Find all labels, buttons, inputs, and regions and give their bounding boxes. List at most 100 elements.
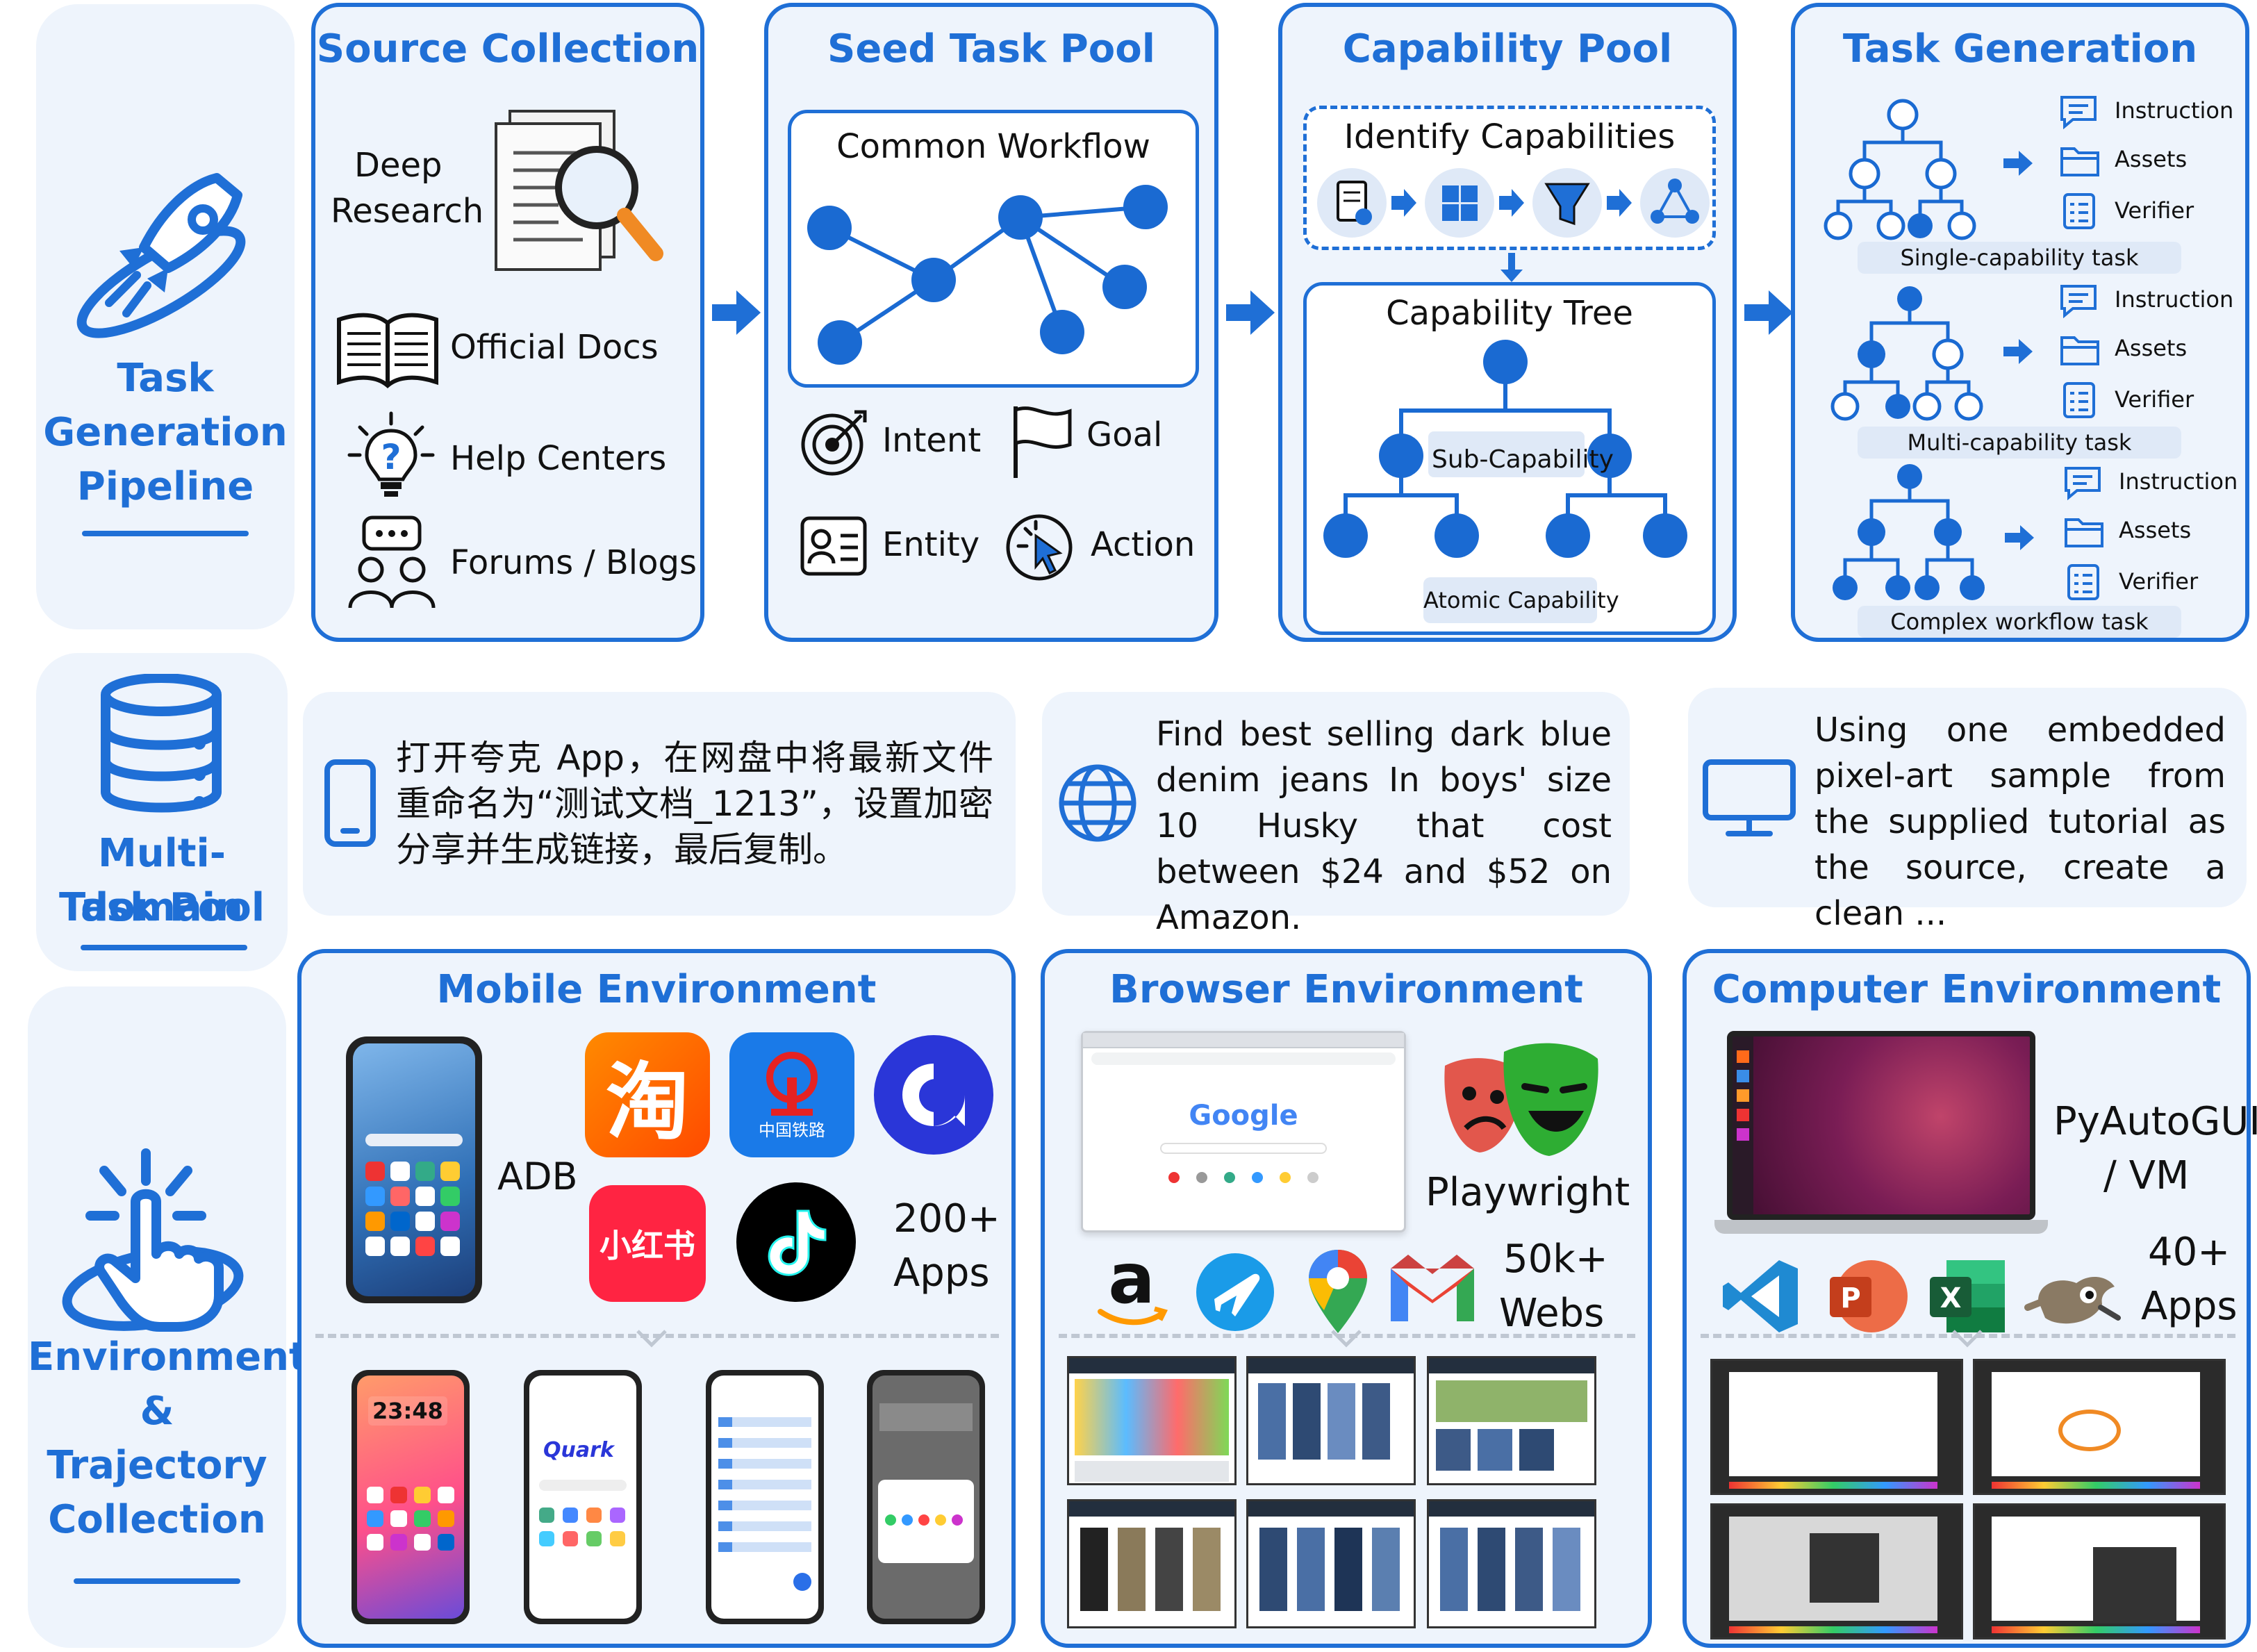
folder-icon xyxy=(2060,336,2099,365)
computer-task-card: Using one embedded pixel-art sample from… xyxy=(1688,688,2247,933)
instruction-label: Instruction xyxy=(2115,97,2234,124)
multi-capability-tree xyxy=(1830,286,1983,421)
right-arrow-icon xyxy=(712,290,761,335)
trajectory-phone-3 xyxy=(706,1370,824,1624)
phone-app-grid xyxy=(365,1162,463,1256)
desktop-screenshot xyxy=(1973,1503,2226,1639)
computer-task-text: Using one embedded pixel-art sample from… xyxy=(1814,711,2226,933)
assets-label: Assets xyxy=(2115,335,2188,361)
trajectory-phone-4 xyxy=(867,1370,985,1624)
web-screenshot xyxy=(1427,1356,1596,1485)
chevron-down-icon xyxy=(1952,1330,1983,1348)
right-arrow-icon xyxy=(1744,290,1793,335)
id-card-icon xyxy=(800,516,867,576)
sidebar-title-line: Generation xyxy=(43,410,288,455)
title-underline xyxy=(74,1578,240,1584)
smartphone-icon xyxy=(324,759,376,847)
verifier-label: Verifier xyxy=(2115,197,2194,224)
mobile-apps-count: 200+ xyxy=(893,1196,1000,1241)
instruction-icon xyxy=(2060,96,2097,129)
capability-tree-label: Capability Tree xyxy=(1386,294,1633,333)
sidebar-title-line: Trajectory xyxy=(47,1443,267,1488)
sidebar-task-pool: Multi-domain Task Pool xyxy=(36,653,288,971)
web-screenshot xyxy=(1246,1356,1416,1485)
identify-capabilities-label: Identify Capabilities xyxy=(1344,117,1676,156)
multi-capability-task-label: Multi-capability task xyxy=(1858,427,2181,459)
mobile-task-card: 打开夸克 App，在网盘中将最新文件重命名为“测试文档_1213”，设置加密分享… xyxy=(303,692,1016,916)
action-label: Action xyxy=(1091,525,1196,564)
target-icon xyxy=(801,410,867,476)
single-capability-task-label: Single-capability task xyxy=(1858,242,2181,274)
tiktok-logo-icon xyxy=(768,1209,827,1276)
web-screenshot xyxy=(1427,1499,1596,1628)
checklist-icon xyxy=(2063,382,2095,418)
cursor-click-icon xyxy=(1006,514,1073,581)
amazon-icon: a xyxy=(1098,1250,1168,1325)
title-underline xyxy=(81,945,247,950)
globe-icon xyxy=(1059,764,1136,842)
computer-apps-count: 40+ xyxy=(2148,1230,2231,1275)
pyautogui-label: PyAutoGUI xyxy=(2053,1099,2257,1144)
assets-label: Assets xyxy=(2119,517,2192,543)
quark-logo-text: Quark xyxy=(543,1438,614,1462)
sidebar-title-line: Task xyxy=(117,356,214,401)
chevron-down-icon xyxy=(636,1330,667,1348)
workflow-graph xyxy=(807,185,1168,365)
quark-app-icon xyxy=(874,1035,993,1155)
sub-capability-label: Sub-Capability xyxy=(1432,445,1614,474)
capability-tree-box: Capability Tree Sub-Capability Atomic Ca… xyxy=(1303,282,1716,635)
panel-title: Capability Pool xyxy=(1342,26,1673,72)
flag-icon xyxy=(1014,406,1072,478)
verifier-label: Verifier xyxy=(2115,386,2194,413)
capability-flow-icons xyxy=(1317,168,1710,238)
web-screenshot xyxy=(1246,1499,1416,1628)
identify-capabilities-box: Identify Capabilities xyxy=(1303,106,1716,250)
china-railway-app-icon: 中国铁路 xyxy=(729,1032,854,1157)
instruction-label: Instruction xyxy=(2115,286,2234,313)
computer-apps-label: Apps xyxy=(2141,1284,2238,1329)
powerpoint-icon: P xyxy=(1830,1260,1908,1332)
forums-blogs-label: Forums / Blogs xyxy=(450,543,697,582)
svg-text:a: a xyxy=(1108,1250,1155,1319)
svg-text:?: ? xyxy=(381,437,401,477)
right-arrow-icon xyxy=(2005,525,2034,550)
verifier-label: Verifier xyxy=(2119,568,2199,595)
sidebar-task-generation: Task Generation Pipeline xyxy=(36,4,295,629)
playwright-masks-icon xyxy=(1444,1043,1598,1156)
google-logo: Google xyxy=(1189,1100,1298,1132)
taobao-glyph: 淘 xyxy=(606,1055,689,1151)
sidebar-title-line: Environments xyxy=(28,1335,331,1380)
instruction-label: Instruction xyxy=(2119,468,2238,495)
webs-count: 50k+ xyxy=(1503,1237,1608,1282)
panel-title: Task Generation xyxy=(1842,26,2198,72)
phone-screen xyxy=(353,1043,475,1296)
right-arrow-icon xyxy=(1226,290,1275,335)
sidebar-title-line: Task Pool xyxy=(58,885,265,930)
panel-title: Mobile Environment xyxy=(436,967,877,1012)
web-screenshot xyxy=(1067,1499,1237,1628)
mobile-environment-panel: Mobile Environment ADB 淘 中国铁路 小红书 200+ A… xyxy=(297,949,1016,1648)
xiaohongshu-app-icon: 小红书 xyxy=(589,1185,706,1302)
trajectory-phone-2: Quark xyxy=(524,1370,642,1624)
taobao-app-icon: 淘 xyxy=(585,1032,710,1157)
down-arrow-icon xyxy=(1500,253,1523,282)
railway-logo-icon xyxy=(766,1051,818,1116)
panel-title: Source Collection xyxy=(316,26,700,72)
phone-clock: 23:48 xyxy=(368,1396,447,1426)
desktop-screenshot xyxy=(1973,1359,2226,1495)
source-collection-panel: Source Collection Deep Research Official… xyxy=(311,3,704,642)
trajectory-phone-1: 23:48 xyxy=(352,1370,470,1624)
folder-icon xyxy=(2065,518,2103,547)
common-workflow-box: Common Workflow xyxy=(788,110,1199,388)
deep-research-label: Research xyxy=(331,192,484,231)
web-screenshot xyxy=(1067,1356,1237,1485)
complex-workflow-tree xyxy=(1833,464,1985,600)
chevron-down-icon xyxy=(1331,1330,1362,1348)
task-generation-panel: Task Generation Instruction Assets Verif… xyxy=(1791,3,2249,642)
sidebar-title-line: & xyxy=(140,1389,174,1434)
browser-task-card: Find best selling dark blue denim jeans … xyxy=(1042,692,1630,937)
airplane-icon xyxy=(1196,1253,1274,1331)
dashed-separator xyxy=(1701,1334,2235,1338)
checklist-icon xyxy=(2067,564,2099,600)
dashed-separator xyxy=(315,1334,999,1338)
